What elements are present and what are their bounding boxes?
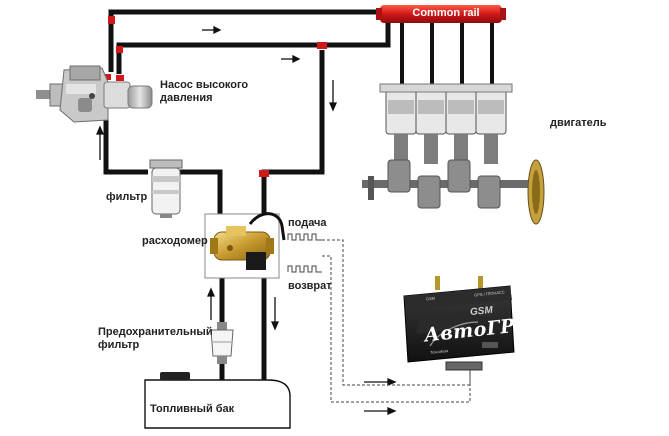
- injector-lines: [400, 22, 494, 92]
- antenna-gsm: [435, 276, 440, 290]
- pulse-signals: [287, 233, 322, 273]
- rail-endcap: [500, 8, 506, 20]
- common-rail: [376, 5, 506, 23]
- supply-pulse-icon: [287, 233, 322, 241]
- joint: [317, 42, 327, 49]
- filter-label: фильтр: [106, 191, 148, 203]
- safety-filter: [210, 322, 234, 364]
- arrow-right-icon: [281, 54, 301, 64]
- engine-label: двигатель: [550, 117, 607, 129]
- return-label: возврат: [288, 280, 332, 292]
- crankshaft: [362, 159, 545, 225]
- antenna-gps: [478, 276, 483, 290]
- data-lines: [322, 239, 471, 403]
- pump-label-line2: давления: [160, 92, 213, 104]
- common-rail-label: Common rail: [412, 7, 480, 19]
- pump-outlet-pipe: [108, 9, 392, 72]
- arrow-down-icon: [271, 297, 279, 331]
- joint: [103, 74, 111, 80]
- arrow-right-icon: [364, 407, 397, 415]
- return-pulse-icon: [287, 265, 322, 273]
- autograf-device: [403, 276, 515, 371]
- rail-body: [380, 5, 502, 23]
- arrow-right-icon: [202, 25, 222, 35]
- high-pressure-pump: [36, 65, 153, 123]
- tank-label: Топливный бак: [150, 403, 235, 415]
- joint: [116, 75, 124, 81]
- flowmeter-label: расходомер: [142, 235, 208, 247]
- supply-label: подача: [288, 217, 327, 229]
- device-port-gsm: GSM: [425, 295, 436, 302]
- prefilter-label-line2: фильтр: [98, 339, 140, 351]
- rail-endcap: [376, 8, 382, 20]
- return-downpipe: [261, 50, 325, 228]
- fuel-pipes: [103, 9, 392, 402]
- joint: [259, 170, 269, 177]
- flowmeter: [204, 212, 286, 279]
- flow-arrows: [96, 25, 397, 415]
- joint: [116, 46, 123, 53]
- arrow-up-icon: [207, 287, 215, 320]
- fuel-filter: [149, 159, 183, 218]
- cylinders: [379, 83, 513, 164]
- arrow-up-icon: [96, 125, 104, 160]
- fuel-tank: [144, 372, 291, 429]
- return-signal-line: [322, 255, 471, 403]
- filter-to-pump-pipe: [103, 118, 148, 175]
- arrow-down-icon: [329, 80, 337, 112]
- rail-return-pipe: [116, 15, 391, 74]
- engine: [362, 83, 545, 225]
- prefilter-label-line1: Предохранительный: [98, 326, 213, 338]
- pipe-joints: [103, 16, 327, 177]
- flowmeter-to-filter-pipe: [180, 169, 223, 222]
- pump-label-line1: Насос высокого: [160, 79, 249, 91]
- arrow-right-icon: [364, 378, 397, 386]
- joint: [108, 16, 115, 24]
